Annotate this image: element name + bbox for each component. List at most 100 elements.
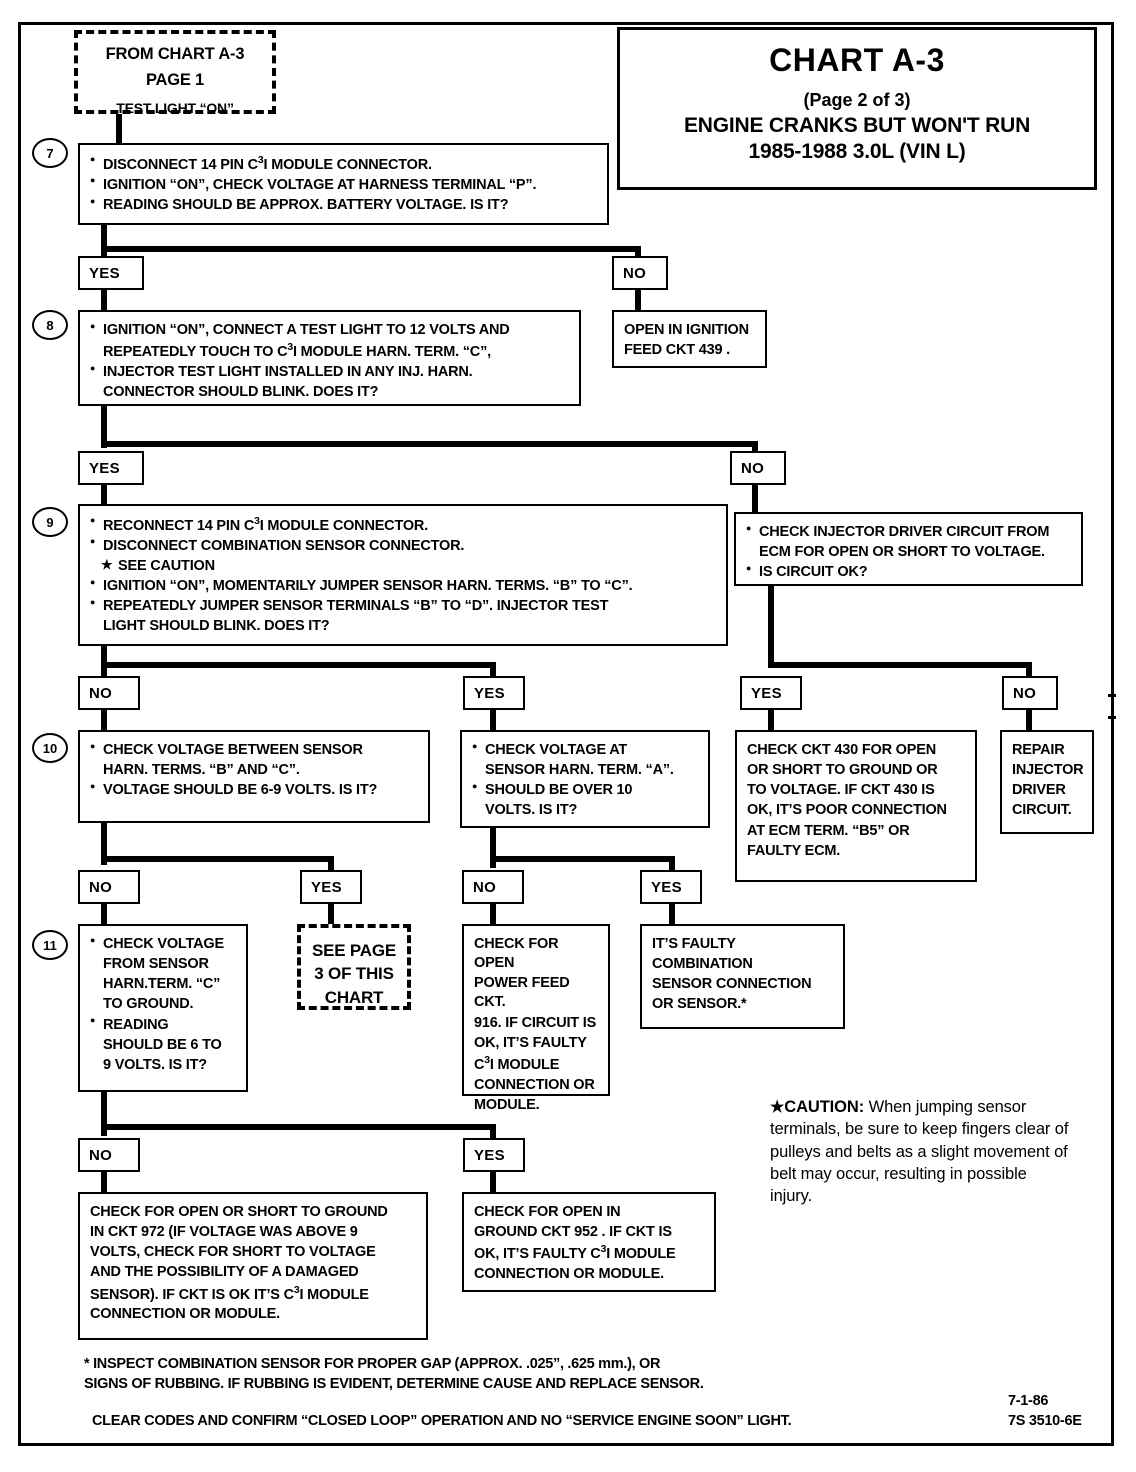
ckt430-line-4: OK, IT’S POOR CONNECTION: [747, 802, 947, 819]
branch-yes-step7: YES: [78, 256, 144, 290]
connector-yes7-to-step8: [101, 288, 107, 310]
footnote-clear-codes: CLEAR CODES AND CONFIRM “CLOSED LOOP” OP…: [92, 1413, 792, 1429]
step10-bullet-2: VOLTAGE SHOULD BE 6-9 VOLTS. IS IT?: [90, 781, 418, 800]
check-ckt-972-box: CHECK FOR OPEN OR SHORT TO GROUND IN CKT…: [78, 1192, 428, 1340]
checkterma-bullet-1: CHECK VOLTAGE AT: [472, 740, 698, 760]
pf916-line-6: CONNECTION OR: [474, 1076, 595, 1093]
checkterma-bullet-2-cont: VOLTS. IS IT?: [485, 802, 578, 819]
ckt952-line-4: CONNECTION OR MODULE.: [474, 1266, 664, 1283]
connector-checkterma-split-bar: [490, 856, 675, 862]
connector-checkterma-down: [490, 824, 496, 868]
chart-subtitle-application: 1985-1988 3.0L (VIN L): [748, 140, 966, 163]
connector-yes9-to-checkterma: [490, 708, 496, 730]
pf916-line-7: MODULE.: [474, 1096, 540, 1113]
step9-bullet-2: DISCONNECT COMBINATION SENSOR CONNECTOR.: [90, 536, 716, 556]
branch-yes-step8: YES: [78, 451, 144, 485]
ckt430-line-2: OR SHORT TO GROUND OR: [747, 762, 938, 779]
branch-yes-injdriver: YES: [740, 676, 802, 710]
edge-tick-upper: [1108, 694, 1116, 697]
faultysensor-line-3: SENSOR CONNECTION: [652, 976, 812, 993]
step9-bullet-1: RECONNECT 14 PIN C3I MODULE CONNECTOR.: [90, 515, 716, 536]
connector-step10-down: [101, 821, 107, 865]
checkterma-bullet-1-cont: SENSOR HARN. TERM. “A”.: [485, 762, 674, 779]
ckt430-line-3: TO VOLTAGE. IF CKT 430 IS: [747, 782, 935, 799]
injdriver-bullet-1: CHECK INJECTOR DRIVER CIRCUIT FROM: [746, 522, 1071, 542]
step-number-8: 8: [32, 310, 68, 340]
doc-date: 7-1-86: [1008, 1393, 1049, 1409]
connector-no-checkterma-to-916: [490, 902, 496, 924]
step-number-10: 10: [32, 733, 68, 763]
connector-step7-to-yes: [101, 246, 107, 260]
step7-bullet-3: READING SHOULD BE APPROX. BATTERY VOLTAG…: [90, 196, 597, 215]
step8-bullet-2: INJECTOR TEST LIGHT INSTALLED IN ANY INJ…: [90, 363, 569, 382]
connector-no7-to-openfeed: [635, 288, 641, 310]
connector-step8-to-no: [752, 441, 758, 455]
branch-yes-checkterma: YES: [640, 870, 702, 904]
step9-bullet-4-cont: LIGHT SHOULD BLINK. DOES IT?: [103, 618, 330, 635]
step11-bullet-1: CHECK VOLTAGE: [90, 934, 236, 954]
see-page-3-box: SEE PAGE 3 OF THIS CHART: [297, 924, 411, 1010]
connector-injdriver-split-bar: [768, 662, 1032, 668]
step9-see-caution: SEE CAUTION: [90, 556, 716, 576]
step10-bullet-1-cont: HARN. TERMS. “B” AND “C”.: [103, 762, 300, 779]
connector-yes-checkterma-to-sensor: [669, 902, 675, 924]
connector-step8-split-bar: [101, 441, 758, 447]
footnote-sensor-gap: * INSPECT COMBINATION SENSOR FOR PROPER …: [84, 1355, 1014, 1394]
branch-no-step10: NO: [78, 870, 140, 904]
caution-note: ★CAUTION: When jumping sensor terminals,…: [770, 1096, 1070, 1207]
branch-no-step9: NO: [78, 676, 140, 710]
seepage3-line-1: SEE PAGE: [311, 941, 397, 960]
connector-entry-to-step7: [116, 110, 122, 146]
injdriver-bullet-2: IS CIRCUIT OK?: [746, 563, 1071, 582]
connector-step11-split-bar: [101, 1124, 496, 1130]
pf916-line-1: CHECK FOR OPEN: [474, 936, 559, 972]
step8-bullet-1: IGNITION “ON”, CONNECT A TEST LIGHT TO 1…: [90, 320, 569, 340]
step8-bullet-1-cont: REPEATEDLY TOUCH TO C3I MODULE HARN. TER…: [103, 342, 491, 360]
open-feed-line-2: FEED CKT 439 .: [624, 342, 730, 359]
branch-yes-step9: YES: [463, 676, 525, 710]
ckt430-line-5: AT ECM TERM. “B5” OR: [747, 822, 910, 839]
step11-bullet-2: READING: [90, 1015, 236, 1035]
caution-text: When jumping sensor terminals, be sure t…: [770, 1098, 1069, 1205]
connector-injdriver-to-no: [1026, 662, 1032, 684]
check-ckt-430-box: CHECK CKT 430 FOR OPEN OR SHORT TO GROUN…: [735, 730, 977, 882]
faultysensor-line-1: IT’S FAULTY: [652, 936, 736, 952]
entry-line1: FROM CHART A-3: [105, 45, 245, 63]
connector-yes-injdriver-to-ckt430: [768, 708, 774, 730]
branch-no-step8: NO: [730, 451, 786, 485]
step-number-11: 11: [32, 930, 68, 960]
seepage3-line-3: CHART: [324, 987, 384, 1007]
repair-line-1: REPAIR: [1012, 742, 1065, 758]
connector-no11-to-ckt972: [101, 1170, 107, 1192]
chart-subtitle-symptom: ENGINE CRANKS BUT WON'T RUN: [683, 114, 1031, 137]
connector-yes8-to-step9: [101, 483, 107, 505]
checkterma-bullet-2: SHOULD BE OVER 10: [472, 781, 698, 800]
ckt972-line-3: VOLTS, CHECK FOR SHORT TO VOLTAGE: [90, 1244, 376, 1261]
connector-step9-to-yes: [490, 662, 496, 684]
step11-bullet-1-c2: HARN.TERM. “C”: [103, 976, 221, 993]
step9-bullet-4: REPEATEDLY JUMPER SENSOR TERMINALS “B” T…: [90, 597, 716, 616]
ckt430-line-6: FAULTY ECM.: [747, 842, 841, 859]
open-feed-line-1: OPEN IN IGNITION: [624, 322, 749, 338]
connector-step8-down: [101, 404, 107, 448]
open-ignition-feed-box: OPEN IN IGNITION FEED CKT 439 .: [612, 310, 767, 368]
caution-heading: CAUTION:: [784, 1098, 865, 1116]
step11-bullet-1-c1: FROM SENSOR: [103, 956, 209, 973]
check-ground-ckt-952-box: CHECK FOR OPEN IN GROUND CKT 952 . IF CK…: [462, 1192, 716, 1292]
connector-step11-down: [101, 1090, 107, 1136]
connector-no10-to-step11: [101, 902, 107, 924]
step10-bullet-1: CHECK VOLTAGE BETWEEN SENSOR: [90, 740, 418, 760]
ckt952-line-2: GROUND CKT 952 . IF CKT IS: [474, 1224, 672, 1241]
step10-box: CHECK VOLTAGE BETWEEN SENSOR HARN. TERMS…: [78, 730, 430, 823]
step7-bullet-2: IGNITION “ON”, CHECK VOLTAGE AT HARNESS …: [90, 175, 597, 195]
injdriver-bullet-1-cont: ECM FOR OPEN OR SHORT TO VOLTAGE.: [759, 544, 1045, 561]
branch-no-checkterma: NO: [462, 870, 524, 904]
pf916-line-4: OK, IT’S FAULTY: [474, 1034, 587, 1051]
page-border: [18, 22, 1114, 1446]
step8-bullet-2-cont: CONNECTOR SHOULD BLINK. DOES IT?: [103, 384, 379, 401]
step8-box: IGNITION “ON”, CONNECT A TEST LIGHT TO 1…: [78, 310, 581, 406]
connector-injdriver-left-leg: [768, 604, 774, 668]
connector-step10-to-yes: [328, 856, 334, 872]
entry-from-chart-a3-page1: FROM CHART A-3 PAGE 1 TEST LIGHT “ON”: [74, 30, 276, 116]
